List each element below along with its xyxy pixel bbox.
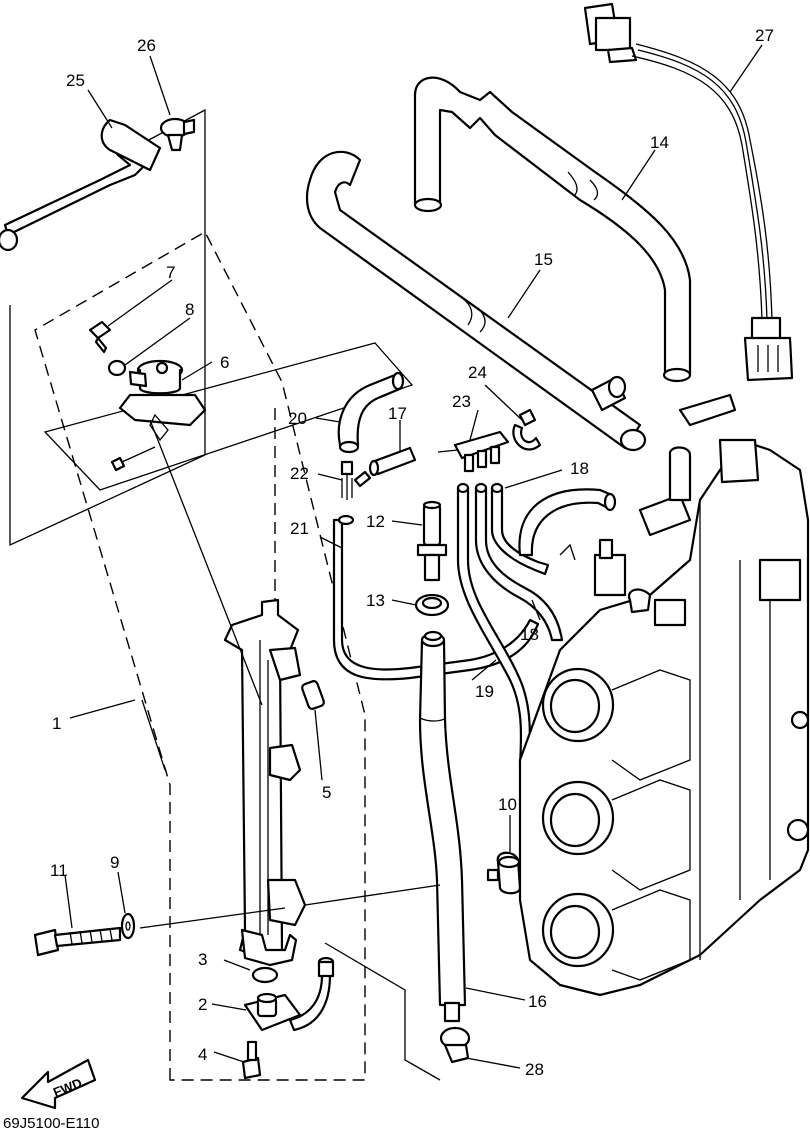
washer-9 bbox=[120, 912, 136, 940]
leader-lines bbox=[64, 44, 763, 1069]
throttle-body bbox=[518, 393, 810, 997]
callout-12: 12 bbox=[366, 512, 385, 531]
harness-27 bbox=[583, 2, 794, 382]
callout-25: 25 bbox=[66, 71, 85, 90]
clamp-13 bbox=[414, 593, 450, 617]
o-ring-8 bbox=[107, 359, 127, 377]
callout-27: 27 bbox=[755, 26, 774, 45]
callouts: 1 2 3 4 5 6 7 8 9 10 11 12 13 14 15 16 1… bbox=[50, 26, 774, 1079]
screw-7 bbox=[88, 320, 112, 354]
callout-2: 2 bbox=[198, 995, 207, 1014]
hose-14 bbox=[413, 76, 692, 383]
assembly-lines bbox=[139, 419, 441, 929]
fwd-arrow-icon: FWD bbox=[20, 1058, 97, 1110]
callout-17: 17 bbox=[388, 404, 407, 423]
hose-21 bbox=[332, 514, 540, 681]
hose-15 bbox=[305, 150, 647, 452]
callout-22: 22 bbox=[290, 464, 309, 483]
callout-18b: 18 bbox=[520, 625, 539, 644]
fitting-22 bbox=[340, 460, 372, 500]
fuel-rail-5 bbox=[223, 598, 325, 967]
hose-piece-small bbox=[590, 375, 627, 412]
callout-13: 13 bbox=[366, 591, 385, 610]
callout-3: 3 bbox=[198, 950, 207, 969]
callout-28: 28 bbox=[525, 1060, 544, 1079]
pressure-regulator-6 bbox=[118, 359, 207, 442]
hose-17 bbox=[368, 446, 417, 477]
callout-7: 7 bbox=[166, 263, 175, 282]
callout-4: 4 bbox=[198, 1045, 207, 1064]
callout-5: 5 bbox=[322, 783, 331, 802]
hose-18-upper bbox=[518, 488, 617, 557]
callout-9: 9 bbox=[110, 853, 119, 872]
hose-25 bbox=[0, 118, 162, 252]
callout-16: 16 bbox=[528, 992, 547, 1011]
callout-14: 14 bbox=[650, 133, 669, 152]
callout-23: 23 bbox=[452, 392, 471, 411]
callout-6: 6 bbox=[220, 353, 229, 372]
clamp-28 bbox=[439, 1026, 471, 1064]
assembly-boundary bbox=[34, 231, 366, 1081]
callout-21: 21 bbox=[290, 519, 309, 538]
clip-26 bbox=[159, 117, 196, 152]
callout-20: 20 bbox=[288, 409, 307, 428]
clip-24 bbox=[512, 408, 542, 451]
callout-1: 1 bbox=[52, 714, 61, 733]
callout-24: 24 bbox=[468, 363, 487, 382]
callout-15: 15 bbox=[534, 250, 553, 269]
check-valve-12 bbox=[416, 500, 448, 582]
hose-16 bbox=[418, 630, 467, 1023]
bolt-4 bbox=[241, 1040, 262, 1080]
callout-18a: 18 bbox=[570, 459, 589, 478]
bolt-11 bbox=[33, 926, 122, 957]
callout-26: 26 bbox=[137, 36, 156, 55]
hose-20 bbox=[337, 371, 405, 454]
o-ring-3 bbox=[251, 966, 279, 984]
callout-8: 8 bbox=[185, 300, 194, 319]
callout-19: 19 bbox=[475, 682, 494, 701]
callout-11: 11 bbox=[50, 861, 68, 880]
hose-18-lower bbox=[474, 482, 564, 642]
pin bbox=[110, 446, 156, 472]
diagram-code: 69J5100-E110 bbox=[3, 1115, 99, 1131]
joint-23 bbox=[437, 430, 510, 473]
fitting-2 bbox=[243, 956, 335, 1032]
callout-10: 10 bbox=[498, 795, 517, 814]
